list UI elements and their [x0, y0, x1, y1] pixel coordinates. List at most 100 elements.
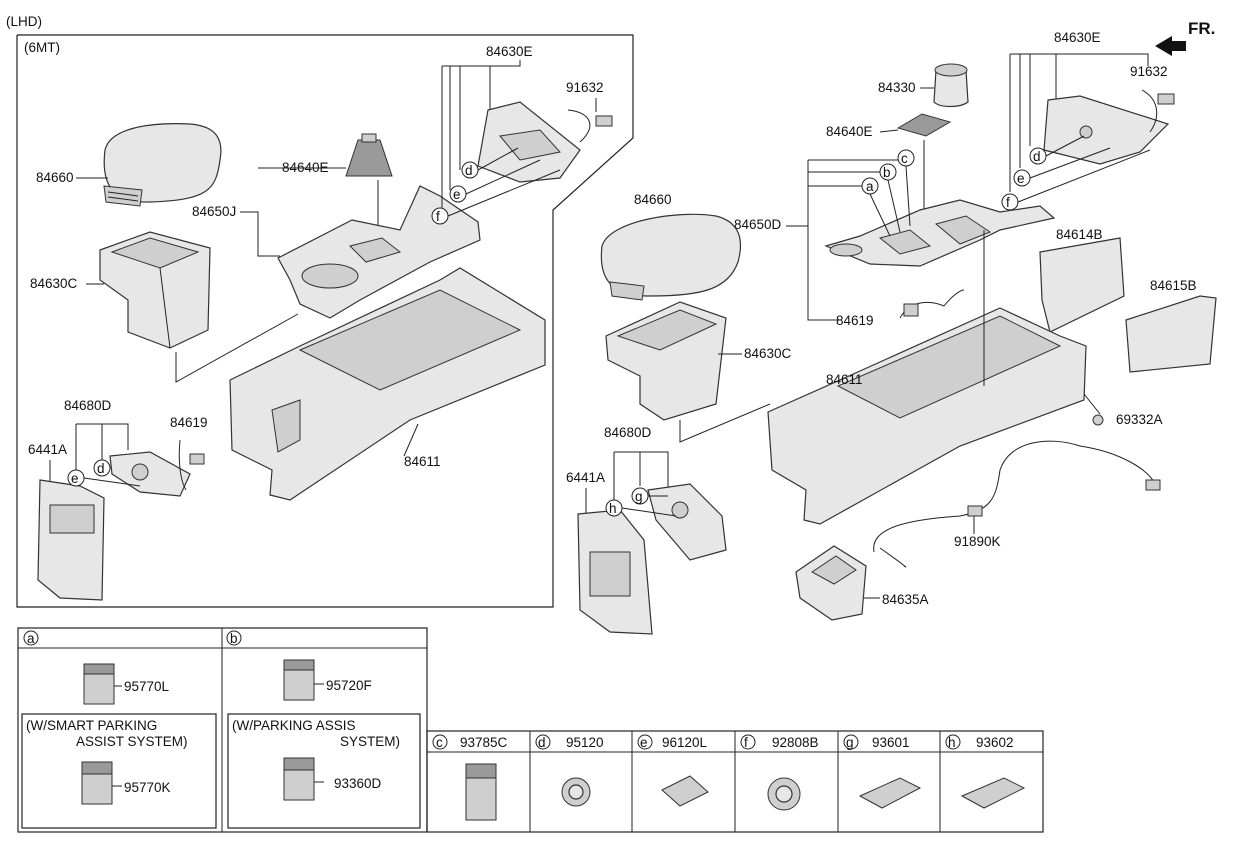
- armrest-part-right: [600, 213, 742, 301]
- harness-part: [873, 440, 1161, 568]
- cup-holder-part-right: [933, 63, 969, 108]
- table-cell-h: h 93602: [945, 734, 1026, 809]
- svg-text:93360D: 93360D: [334, 776, 382, 791]
- switch-panel-part-right: [1043, 95, 1170, 165]
- label-84635a: 84635A: [882, 592, 929, 607]
- label-84660-right: 84660: [634, 192, 672, 207]
- callout-d-left: d: [461, 161, 479, 179]
- svg-text:d: d: [465, 163, 473, 178]
- label-84680d-right: 84680D: [604, 425, 652, 440]
- svg-text:f: f: [744, 735, 748, 750]
- svg-text:93602: 93602: [976, 735, 1014, 750]
- svg-text:95770L: 95770L: [124, 679, 170, 694]
- armrest-part-left: [103, 123, 222, 207]
- callout-b-right: b: [879, 163, 897, 181]
- label-84650j-left: 84650J: [192, 204, 236, 219]
- svg-text:f: f: [436, 209, 440, 224]
- wire-bracket-part-right: [1141, 89, 1175, 133]
- wire-part-left: [178, 439, 205, 491]
- label-84650d-right: 84650D: [734, 217, 782, 232]
- svg-text:(W/SMART PARKING: (W/SMART PARKING: [26, 718, 157, 733]
- label-91632-left: 91632: [566, 80, 604, 95]
- shift-cover-part-right: [896, 113, 952, 137]
- label-84330-right: 84330: [878, 80, 916, 95]
- label-84630e-right: 84630E: [1054, 30, 1101, 45]
- svg-text:92808B: 92808B: [772, 735, 819, 750]
- svg-text:ASSIST SYSTEM): ASSIST SYSTEM): [76, 734, 188, 749]
- svg-text:e: e: [453, 187, 461, 202]
- callout-e-rear-left: e: [67, 469, 85, 487]
- label-84660-left: 84660: [36, 170, 74, 185]
- svg-text:g: g: [635, 489, 643, 504]
- label-84611-left: 84611: [404, 454, 441, 469]
- label-84619-right: 84619: [836, 313, 874, 328]
- callout-c-right: c: [897, 149, 915, 167]
- svg-text:96120L: 96120L: [662, 735, 708, 750]
- svg-text:e: e: [71, 471, 79, 486]
- label-84615b: 84615B: [1150, 278, 1197, 293]
- callout-a-right: a: [861, 177, 879, 195]
- svg-text:c: c: [901, 151, 908, 166]
- rear-cover-part-left: [37, 479, 105, 601]
- svg-text:95720F: 95720F: [326, 678, 372, 693]
- rear-cover-part-right: [577, 509, 653, 635]
- shift-boot-part-left: [345, 133, 393, 177]
- svg-text:b: b: [883, 165, 891, 180]
- label-84619-left: 84619: [170, 415, 208, 430]
- front-direction-label: FR.: [1188, 19, 1215, 38]
- label-6441a-right: 6441A: [566, 470, 605, 485]
- svg-text:e: e: [640, 735, 648, 750]
- label-69332a: 69332A: [1116, 412, 1163, 427]
- side-trim-part-84614b: [1039, 237, 1125, 333]
- svg-text:95120: 95120: [566, 735, 604, 750]
- label-91632-right: 91632: [1130, 64, 1168, 79]
- upper-cover-part-left: [277, 185, 481, 319]
- svg-text:d: d: [538, 735, 546, 750]
- label-84630c-left: 84630C: [30, 276, 78, 291]
- callout-f-right: f: [1001, 193, 1019, 211]
- label-6441a-left: 6441A: [28, 442, 67, 457]
- svg-text:g: g: [846, 735, 854, 750]
- svg-text:b: b: [230, 631, 238, 646]
- sub-variant-label: (6MT): [24, 40, 60, 55]
- left-group-frame: [16, 34, 634, 608]
- table-cell-e: e 96120L: [637, 734, 709, 807]
- callout-h-right: h: [605, 499, 623, 517]
- label-84611-right: 84611: [826, 372, 863, 387]
- label-84630c-right: 84630C: [744, 346, 792, 361]
- label-84640e-right: 84640E: [826, 124, 873, 139]
- label-84614b: 84614B: [1056, 227, 1103, 242]
- svg-text:(W/PARKING ASSIS: (W/PARKING ASSIS: [232, 718, 356, 733]
- table-cell-d: d 95120: [535, 734, 604, 807]
- stand-part: [795, 545, 867, 621]
- console-box-part-left: [99, 231, 211, 349]
- callout-d-rear-left: d: [93, 459, 111, 477]
- side-trim-part-84615b: [1125, 295, 1217, 373]
- svg-text:SYSTEM): SYSTEM): [340, 734, 400, 749]
- front-arrow-icon: [1155, 36, 1186, 56]
- svg-text:f: f: [1006, 195, 1010, 210]
- console-body-part-left: [229, 267, 546, 501]
- svg-text:h: h: [948, 735, 956, 750]
- table-cell-g: g 93601: [843, 734, 922, 809]
- callout-g-right: g: [631, 487, 649, 505]
- table-cell-c: c 93785C: [432, 734, 508, 821]
- table-cell-a: a 95770L (W/SMART PARKING ASSIST SYSTEM)…: [21, 630, 217, 829]
- wire-part-right: [899, 289, 965, 319]
- table-cell-b: b 95720F (W/PARKING ASSIS SYSTEM) 93360D: [226, 630, 421, 829]
- svg-text:93601: 93601: [872, 735, 910, 750]
- rear-switch-part-left: [109, 451, 191, 497]
- label-84680d-left: 84680D: [64, 398, 112, 413]
- svg-text:93785C: 93785C: [460, 735, 508, 750]
- upper-cover-part-right: [824, 199, 1056, 267]
- svg-text:e: e: [1017, 171, 1025, 186]
- clip-part: [1092, 414, 1104, 426]
- svg-text:95770K: 95770K: [124, 780, 171, 795]
- svg-text:h: h: [609, 501, 617, 516]
- label-84630e-left: 84630E: [486, 44, 533, 59]
- wire-bracket-part-left: [567, 109, 613, 143]
- svg-text:a: a: [27, 631, 35, 646]
- callout-e-left: e: [449, 185, 467, 203]
- console-body-part-right: [767, 307, 1087, 525]
- switch-table: [17, 627, 1044, 833]
